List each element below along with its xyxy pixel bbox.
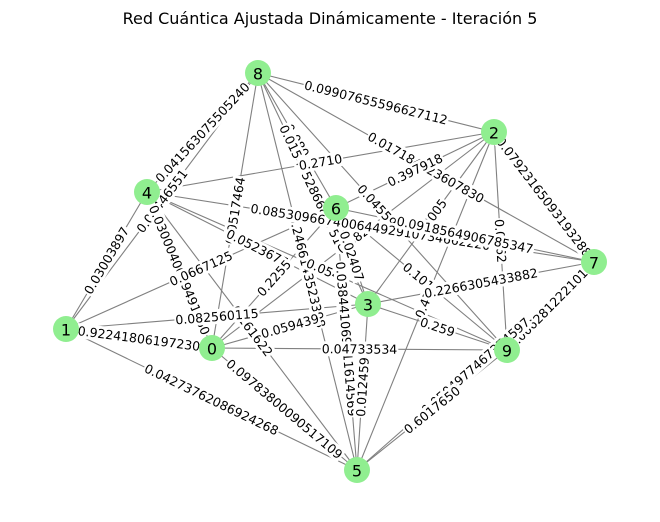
- node-circle: [494, 337, 520, 363]
- edge-label-3-7: 0.2266305433882: [423, 265, 539, 301]
- chart-title: Red Cuántica Ajustada Dinámicamente - It…: [123, 9, 538, 28]
- edge-label-background: [132, 165, 192, 237]
- node-9: 9: [494, 337, 520, 363]
- edge-label-background: [221, 174, 249, 247]
- edge-label-3-9: 0.259: [418, 314, 457, 339]
- node-circle: [344, 457, 370, 483]
- node-label: 7: [589, 254, 599, 273]
- edge-label-1-0: 0.92241806197230: [77, 323, 201, 354]
- edge-label-3-5: 0.012459: [353, 357, 372, 418]
- edge-label-background: [223, 225, 292, 271]
- node-label: 4: [142, 184, 152, 203]
- edge-label-0-9: 0.04733534: [322, 341, 398, 357]
- edge-label-background: [75, 322, 203, 355]
- edge-label-background: [492, 133, 596, 261]
- node-circle: [134, 179, 160, 205]
- edge-label-background: [417, 313, 458, 341]
- edge-label-background: [336, 228, 368, 284]
- edge-label-background: [400, 382, 464, 438]
- node-circle: [245, 60, 271, 86]
- node-label: 1: [61, 321, 71, 340]
- edge-label-background: [166, 247, 236, 290]
- edge-label-0-3: 0.059439: [259, 311, 321, 342]
- edge-label-background: [222, 355, 347, 463]
- node-circle: [355, 291, 381, 317]
- edge-label-4-1: 0.03003897: [81, 224, 132, 297]
- node-label: 6: [331, 200, 341, 219]
- node-circle: [481, 119, 507, 145]
- edge-label-background: [258, 310, 322, 342]
- edge-label-background: [248, 200, 493, 254]
- edge-label-background: [80, 223, 133, 298]
- node-circle: [53, 316, 79, 342]
- node-3: 3: [355, 291, 381, 317]
- edge-label-background: [173, 305, 261, 328]
- node-5: 5: [344, 457, 370, 483]
- node-label: 9: [502, 342, 512, 361]
- node-4: 4: [134, 179, 160, 205]
- edge-label-5-9: 0.6017650: [401, 383, 463, 437]
- edge-label-background: [301, 77, 451, 128]
- node-6: 6: [323, 195, 349, 221]
- node-1: 1: [53, 316, 79, 342]
- edge-label-background: [253, 255, 295, 301]
- node-circle: [199, 335, 225, 361]
- node-label: 0: [207, 340, 217, 359]
- edge-label-1-3: 0.082560115: [175, 306, 259, 328]
- edge-label-background: [320, 341, 399, 357]
- node-label: 3: [363, 296, 373, 315]
- edge-label-background: [332, 260, 361, 418]
- node-label: 5: [352, 462, 362, 481]
- edge-label-background: [421, 264, 541, 302]
- edge-label-8-2: 0.09907655596627112: [303, 77, 449, 127]
- edge-label-background: [286, 212, 329, 331]
- node-2: 2: [481, 119, 507, 145]
- edge-label-background: [383, 149, 447, 191]
- node-7: 7: [581, 249, 607, 275]
- node-label: 8: [253, 65, 263, 84]
- node-circle: [323, 195, 349, 221]
- node-0: 0: [199, 335, 225, 361]
- nodes-layer: 0 1 2 3 4 5 6 7 8 9: [53, 60, 607, 483]
- edge-label-background: [352, 355, 373, 419]
- edge-labels-layer: 0.09907655596627112 0.041563075505240 0.05…: [75, 77, 598, 463]
- edge-label-1-5: 0.04273762086924268: [142, 361, 281, 439]
- edge-label-8-4: 0.041563075505240: [152, 79, 253, 185]
- node-8: 8: [245, 60, 271, 86]
- edge-label-background: [296, 150, 345, 174]
- node-label: 2: [489, 124, 499, 143]
- edge-label-background: [394, 213, 536, 257]
- edge-label-background: [141, 360, 282, 439]
- edge-label-2-4: 0.2710: [298, 151, 344, 173]
- edge-label-background: [151, 78, 254, 187]
- node-circle: [581, 249, 607, 275]
